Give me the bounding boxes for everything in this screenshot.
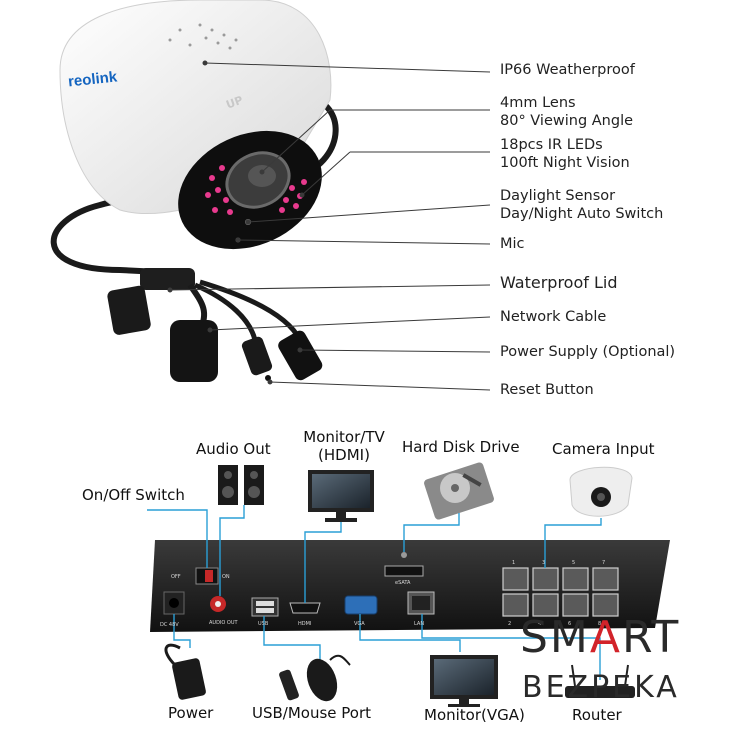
label-hard-disk: Hard Disk Drive: [402, 438, 520, 456]
watermark-line2: BEZPEKA: [522, 670, 680, 705]
hard-disk: [424, 462, 494, 520]
label-usb-mouse: USB/Mouse Port: [252, 704, 372, 722]
waterproof-lid: [140, 268, 195, 290]
port-num-5: 5: [572, 560, 575, 566]
power-connector: [278, 330, 323, 381]
speakers: [218, 465, 264, 505]
network-connector: [170, 320, 218, 382]
vga-port: [344, 595, 378, 615]
port-num-8: 8: [598, 621, 601, 627]
label-power: Power: [168, 704, 214, 722]
label-camera-input: Camera Input: [552, 440, 655, 458]
usb-port: [251, 597, 279, 617]
port-num-4: 4: [538, 621, 541, 627]
label-panel-hdmi: HDMI: [298, 621, 311, 627]
vga-monitor: [430, 655, 498, 707]
label-panel-lan: LAN: [414, 621, 424, 627]
label-dc: DC 48V: [160, 622, 179, 628]
port-num-6: 6: [568, 621, 571, 627]
label-panel-on: ON: [222, 574, 230, 580]
feature-power: Power Supply (Optional): [500, 344, 676, 360]
poe-ports: [502, 567, 619, 617]
label-on-off: On/Off Switch: [82, 486, 185, 504]
label-panel-off: OFF: [171, 574, 181, 580]
label-monitor-tv: Monitor/TV(HDMI): [303, 428, 385, 464]
label-panel-esata: eSATA: [395, 580, 411, 586]
panel-text: DC 48V AUDIO OUT USB HDMI VGA LAN eSATA …: [160, 560, 605, 628]
hdmi-port: [289, 602, 321, 614]
rj45-plug: [107, 285, 151, 335]
feature-reset: Reset Button: [500, 382, 594, 398]
label-audio-out: Audio Out: [196, 440, 271, 458]
connector-lines: [147, 505, 602, 680]
usb-stick: [279, 669, 299, 701]
camera-illustration: [50, 0, 339, 382]
hdmi-monitor: [308, 470, 374, 522]
watermark-line1: SMART: [520, 612, 681, 663]
camera-lens-glass: [248, 165, 276, 187]
label-panel-audio: AUDIO OUT: [209, 620, 239, 626]
port-num-3: 3: [542, 560, 545, 566]
router-device: [565, 664, 635, 698]
dome-camera-small: [569, 466, 633, 517]
camera-vents: [168, 23, 238, 50]
nvr-unit: [150, 540, 670, 632]
label-panel-usb: USB: [258, 621, 269, 627]
port-num-2: 2: [508, 621, 511, 627]
camera-callouts: [167, 60, 491, 391]
esata-port: [384, 565, 424, 577]
port-num-7: 7: [602, 560, 605, 566]
feature-ip66: IP66 Weatherproof: [500, 62, 635, 78]
reset-button: [265, 375, 271, 381]
power-adapter: [164, 643, 206, 700]
label-monitor-vga: Monitor(VGA): [424, 706, 525, 724]
feature-mic: Mic: [500, 236, 525, 252]
feature-lid: Waterproof Lid: [500, 273, 618, 292]
mouse: [306, 654, 351, 702]
dc-connector: [241, 336, 273, 376]
port-num-1: 1: [512, 560, 515, 566]
label-router: Router: [572, 706, 622, 724]
label-panel-vga: VGA: [354, 621, 365, 627]
feature-network: Network Cable: [500, 309, 607, 325]
